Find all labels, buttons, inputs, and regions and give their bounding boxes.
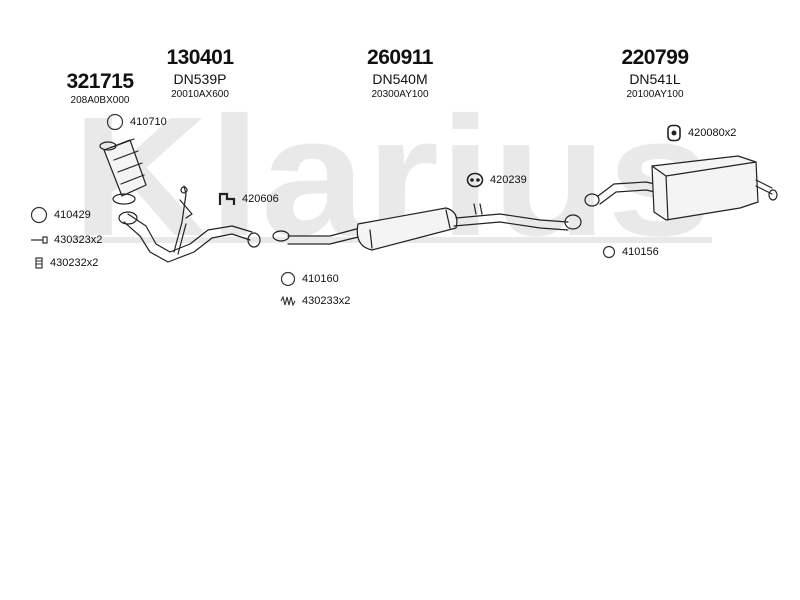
bolt-icon	[31, 236, 48, 244]
fitting-code: 430232x2	[50, 257, 99, 269]
oem-number: 208A0BX000	[70, 95, 130, 106]
middle-silencer-part	[272, 203, 582, 251]
spring-bolt-icon	[280, 296, 296, 306]
fitting-code: 410710	[130, 116, 167, 128]
part-header-260911: 260911 DN540M 20300AY100	[345, 46, 455, 102]
oem-number: 20300AY100	[371, 89, 429, 100]
pipe-bracket	[179, 199, 193, 219]
part-number[interactable]: 260911	[367, 46, 433, 69]
part-number[interactable]: 321715	[66, 70, 134, 93]
fitting-code: 420080x2	[688, 127, 737, 139]
gasket-ring-icon	[106, 113, 124, 131]
product-code: DN541L	[629, 71, 681, 87]
oem-number: 20100AY100	[626, 89, 684, 100]
gasket-ring-icon	[602, 245, 616, 259]
fitting-label-410160[interactable]: 410160	[280, 271, 339, 287]
fitting-label-420239[interactable]: 420239	[466, 172, 527, 188]
oem-number: 20010AX600	[171, 89, 229, 100]
part-header-130401: 130401 DN539P 20010AX600	[150, 46, 250, 102]
fitting-code: 430233x2	[302, 295, 351, 307]
fitting-label-420080x2[interactable]: 420080x2	[666, 124, 736, 142]
fitting-label-420606[interactable]: 420606	[218, 191, 279, 207]
part-number[interactable]: 130401	[166, 46, 234, 69]
fitting-label-430233x2[interactable]: 430233x2	[280, 294, 350, 308]
rear-silencer-part	[584, 155, 778, 221]
front-pipe-part	[118, 185, 261, 263]
catalytic-converter-part	[99, 138, 147, 205]
part-header-220799: 220799 DN541L 20100AY100	[600, 46, 710, 102]
rubber-hanger-icon	[667, 124, 681, 142]
fitting-label-430323x2[interactable]: 430323x2	[30, 233, 102, 247]
rubber-mount-icon	[466, 172, 484, 188]
gasket-ring-icon	[280, 271, 296, 287]
part-number[interactable]: 220799	[621, 46, 689, 69]
product-code: DN539P	[173, 71, 227, 87]
fitting-code: 420606	[242, 193, 279, 205]
gasket-ring-icon	[30, 206, 48, 224]
fitting-code: 410156	[622, 246, 659, 258]
product-code: DN540M	[372, 71, 428, 87]
clamp-bracket-icon	[218, 192, 236, 205]
fitting-label-410156[interactable]: 410156	[602, 245, 659, 259]
fitting-code: 420239	[490, 174, 527, 186]
fitting-code: 410160	[302, 273, 339, 285]
fitting-code: 410429	[54, 209, 91, 221]
fitting-label-410710[interactable]: 410710	[106, 113, 167, 131]
fitting-code: 430323x2	[54, 234, 103, 246]
nut-icon	[35, 257, 43, 269]
part-header-321715: 321715 208A0BX000	[60, 70, 140, 108]
fitting-label-410429[interactable]: 410429	[30, 206, 91, 224]
fitting-label-430232x2[interactable]: 430232x2	[34, 256, 98, 270]
